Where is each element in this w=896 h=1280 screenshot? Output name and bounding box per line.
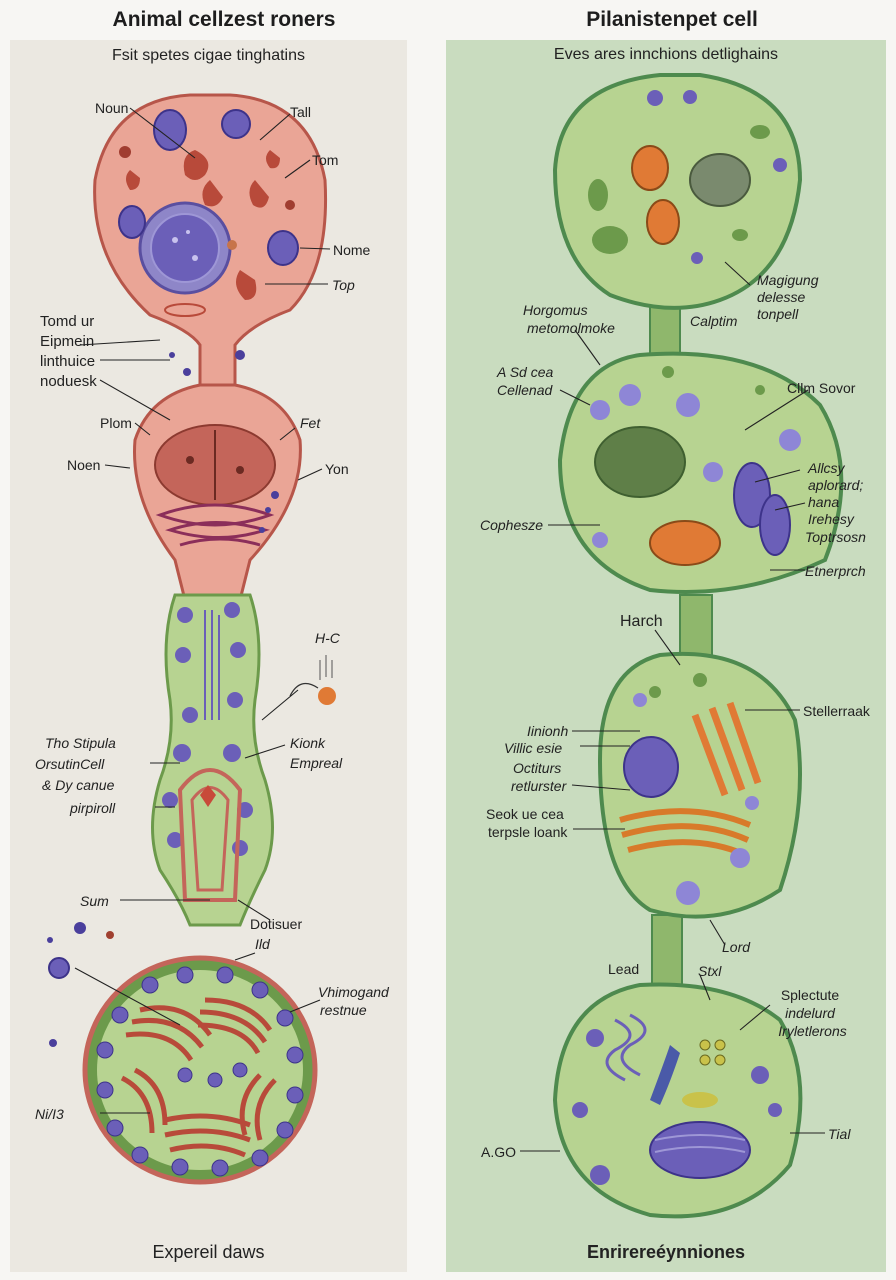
- label-pirpiroll: pirpiroll: [70, 800, 116, 816]
- label-octiturs: Octiturs: [513, 760, 562, 776]
- animal-bottom-cell: [82, 955, 318, 1185]
- label-vhimogand: Vhimogand: [318, 984, 389, 1000]
- label-nome: Nome: [333, 242, 371, 258]
- label-splectute: Splectute: [780, 987, 840, 1003]
- label-seok-ue-cea: Seok ue cea: [486, 806, 564, 822]
- label-empreal: Empreal: [290, 755, 343, 771]
- label-tho-stipula: Tho Stipula: [45, 735, 116, 751]
- label-terpsle-loank: terpsle loank: [488, 824, 568, 840]
- label-a-sd-cea: A Sd cea: [497, 364, 554, 380]
- label-aplorard: aplorard;: [808, 477, 864, 493]
- plant-cell-1: [552, 73, 803, 310]
- animal-stalk-cell: [151, 593, 274, 927]
- label-metomolmoke: metomolmoke: [527, 320, 615, 336]
- label-calptim: Calptim: [690, 313, 738, 329]
- label-noduesk: noduesk: [40, 373, 97, 390]
- right-title: Pilanistenpet cell: [586, 8, 758, 31]
- animal-middle-cell: [133, 383, 302, 602]
- label-hc: H-C: [315, 630, 340, 646]
- label-stellerraak: Stellerraak: [803, 703, 870, 719]
- label-eipmein: Eipmein: [40, 333, 95, 350]
- label-allcsy: Allcsy: [808, 460, 845, 476]
- label-hana: hana: [808, 494, 840, 510]
- label-tom: Tom: [312, 152, 339, 168]
- label-iinionh: Iinionh: [527, 723, 569, 739]
- label-indelured: indelurd: [785, 1005, 835, 1021]
- plant-cell-3: [597, 651, 802, 919]
- right-footer: Enrirereéynniones: [586, 1242, 746, 1262]
- label-harch: Harch: [620, 613, 663, 630]
- label-irehesy: Irehesy: [808, 511, 854, 527]
- label-ild: Ild: [255, 936, 270, 952]
- left-title: Animal cellzest roners: [112, 8, 336, 31]
- label-dotisuer: Dotisuer: [250, 916, 303, 932]
- left-subtitle: Fsit spetes cigae tinghatins: [112, 47, 305, 64]
- plant-cell-4: [552, 982, 803, 1219]
- label-restnue: restnue: [320, 1002, 367, 1018]
- label-top: Top: [332, 277, 355, 293]
- label-lord: Lord: [722, 939, 751, 955]
- label-villic-esie: Villic esie: [504, 740, 563, 756]
- label-tial: Tial: [828, 1126, 851, 1142]
- label-fet: Fet: [300, 415, 321, 431]
- label-ni13: Ni/I3: [35, 1106, 64, 1122]
- label-toptrsosn: Toptrsosn: [805, 529, 866, 545]
- label-tomd-ur: Tomd ur: [40, 313, 95, 330]
- label-clim-sovor: Cllm Sovor: [787, 380, 856, 396]
- label-ago: A.GO: [481, 1144, 517, 1160]
- label-noun: Noun: [95, 100, 129, 116]
- animal-top-cell: [93, 93, 328, 392]
- label-sum: Sum: [80, 893, 109, 909]
- right-subtitle: Eves ares innchions detlighains: [553, 46, 779, 63]
- label-dy-canue: & Dy canue: [42, 777, 115, 793]
- label-orsutin-cell: OrsutinCell: [35, 756, 105, 772]
- label-delesse: delesse: [757, 289, 806, 305]
- label-etnerprch: Etnerprch: [805, 563, 866, 579]
- label-horgomus: Horgomus: [523, 302, 588, 318]
- label-iryletlerons: Iryletlerons: [778, 1023, 847, 1039]
- left-footer: Expereil daws: [152, 1242, 265, 1262]
- label-kionk: Kionk: [290, 735, 326, 751]
- label-retlurster: retlurster: [511, 778, 567, 794]
- label-cophesze: Cophesze: [480, 517, 544, 533]
- label-cellenad: Cellenad: [497, 382, 553, 398]
- label-tall: Tall: [290, 104, 312, 120]
- label-lead: Lead: [608, 961, 640, 977]
- label-plom: Plom: [100, 415, 132, 431]
- label-tonpell: tonpell: [757, 306, 799, 322]
- label-noen: Noen: [67, 457, 101, 473]
- label-yon: Yon: [325, 461, 349, 477]
- label-linthuice: linthuice: [40, 353, 96, 370]
- label-magigung: Magigung: [757, 272, 819, 288]
- label-stxl: Stxl: [698, 963, 722, 979]
